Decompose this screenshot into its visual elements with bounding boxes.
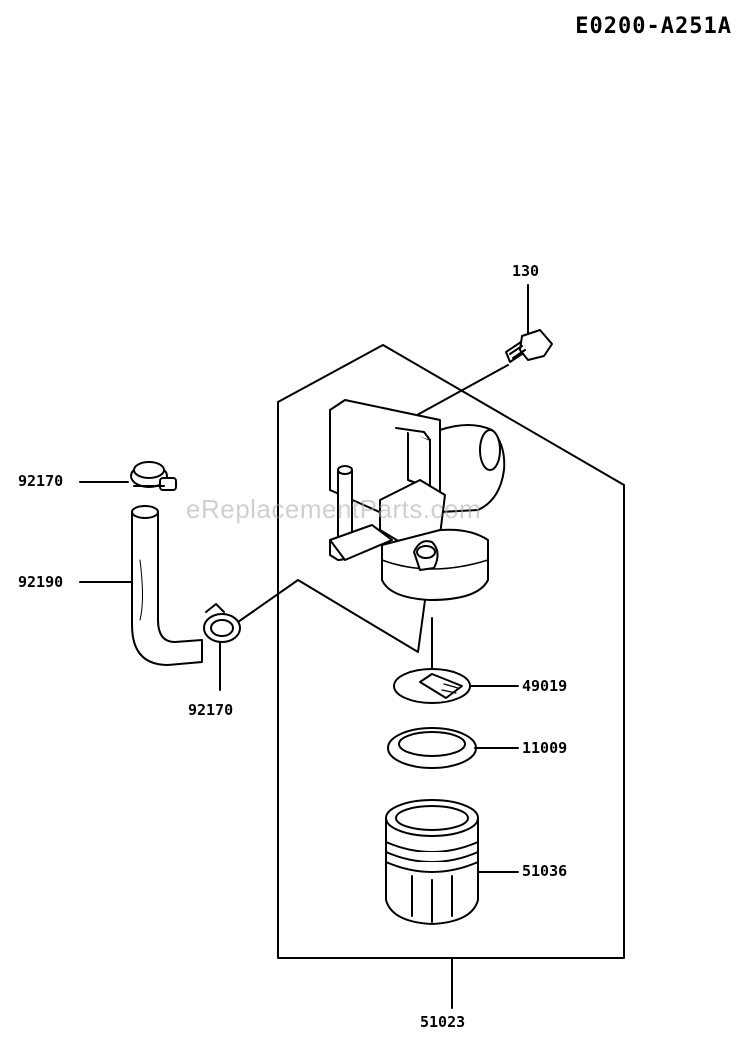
part-label-92190: 92190 (18, 573, 64, 591)
part-label-92170-bottom: 92170 (188, 701, 234, 719)
assembly-boundary (277, 344, 625, 959)
part-label-51036: 51036 (522, 862, 568, 880)
filter-screen-49019 (393, 668, 471, 704)
fuel-valve-body (329, 399, 506, 601)
clamp-92170-bottom (203, 603, 241, 643)
part-label-11009: 11009 (522, 739, 568, 757)
filter-cup-51036 (385, 799, 479, 925)
part-label-49019: 49019 (522, 677, 568, 695)
part-label-92170-top: 92170 (18, 472, 64, 490)
hose-92190 (131, 505, 203, 666)
o-ring-11009 (387, 727, 477, 769)
leader-bolt-to-bracket (407, 364, 509, 421)
part-label-51023: 51023 (420, 1013, 466, 1031)
bolt-130 (505, 329, 553, 363)
part-label-130: 130 (512, 262, 540, 280)
leader-hose-to-valve (237, 577, 429, 653)
diagram-id: E0200-A251A (575, 14, 732, 39)
watermark: eReplacementParts.com (186, 494, 482, 524)
clamp-92170-top (130, 461, 177, 491)
